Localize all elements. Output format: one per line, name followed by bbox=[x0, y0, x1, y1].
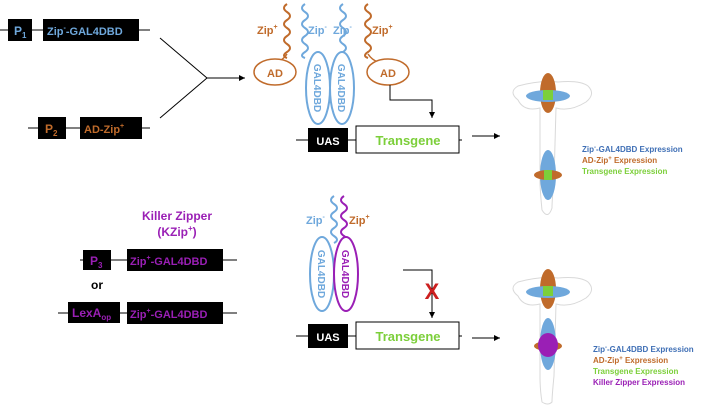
zip-plus-left-label: Zip+ bbox=[257, 24, 278, 37]
construct-lexaop-zip-plus-gal4dbd: LexAop Zip+-GAL4DBD bbox=[58, 302, 237, 324]
top-reporter: UAS Transgene bbox=[296, 125, 462, 154]
legend-top-transgene: Transgene Expression bbox=[582, 167, 667, 176]
ad-domain-right bbox=[366, 58, 410, 86]
zip-minus-bottom-label: Zip- bbox=[306, 214, 326, 227]
top-protein-complex: Zip+ Zip- Zip- Zip+ AD AD GAL4DBD GAL4DB… bbox=[253, 3, 410, 125]
killer-zipper-expression-bottom-cord bbox=[538, 333, 558, 357]
legend-bottom-zip-minus: Zip--GAL4DBD Expression bbox=[593, 345, 694, 354]
uas-label-top: UAS bbox=[316, 136, 339, 148]
converging-lines bbox=[159, 37, 245, 119]
promoter-p1-box bbox=[8, 19, 32, 41]
transgene-box-top bbox=[355, 125, 460, 154]
ad-right-label: AD bbox=[380, 68, 396, 80]
promoter-p2-label: P2 bbox=[45, 122, 58, 138]
zip-plus-left-coil bbox=[283, 3, 291, 59]
fly-expression-top bbox=[512, 73, 592, 215]
construct-p2-ad-zip-plus: P2 AD-Zip+ bbox=[28, 117, 150, 139]
gal4dbd-right-label: GAL4DBD bbox=[335, 64, 346, 112]
gal4dbd-bottom-left-label: GAL4DBD bbox=[315, 250, 326, 298]
gal4dbd-bottom-right-oval bbox=[333, 236, 359, 312]
promoter-p2-box bbox=[38, 117, 66, 139]
transgene-expression-top-cord bbox=[544, 170, 552, 180]
legend-bottom-killer-zipper: Killer Zipper Expression bbox=[593, 378, 685, 387]
or-label: or bbox=[91, 278, 103, 292]
zip-minus-bottom-coil bbox=[330, 195, 338, 244]
zip-minus-left-label: Zip- bbox=[308, 24, 328, 37]
legend-bottom: Zip--GAL4DBD Expression AD-Zip+ Expressi… bbox=[593, 345, 694, 387]
uas-box-bottom bbox=[308, 324, 348, 348]
fly-outline-top bbox=[512, 81, 592, 215]
legend-bottom-ad-zip-plus: AD-Zip+ Expression bbox=[593, 356, 668, 365]
killer-zipper-title: Killer Zipper bbox=[142, 209, 212, 223]
kzip-bottom-coil bbox=[340, 195, 348, 244]
blocked-arrow bbox=[403, 269, 435, 318]
ad-zip-plus-box bbox=[80, 117, 142, 139]
ad-zip-plus-label: AD-Zip+ bbox=[84, 123, 124, 136]
zip-minus-left-coil bbox=[301, 3, 309, 59]
legend-top-ad-zip-plus: AD-Zip+ Expression bbox=[582, 156, 657, 165]
legend-top-zip-minus: Zip--GAL4DBD Expression bbox=[582, 145, 683, 154]
transgene-box-bottom bbox=[355, 321, 460, 350]
ad-left-label: AD bbox=[267, 68, 283, 80]
gal4dbd-bottom-right-label: GAL4DBD bbox=[339, 250, 350, 298]
kzip-gal4dbd-box-lexa bbox=[127, 302, 223, 324]
uas-label-bottom: UAS bbox=[316, 332, 339, 344]
gal4dbd-right-oval bbox=[329, 51, 355, 125]
legend-bottom-transgene: Transgene Expression bbox=[593, 367, 678, 376]
promoter-p3-box bbox=[83, 250, 111, 270]
promoter-p1-label: P1 bbox=[14, 24, 27, 40]
zip-minus-gal4dbd-box bbox=[43, 19, 139, 41]
zip-minus-gal4dbd-label: Zip--GAL4DBD bbox=[47, 25, 123, 38]
kzip-gal4dbd-label-lexa: Zip+-GAL4DBD bbox=[130, 308, 207, 321]
lexaop-label: LexAop bbox=[72, 306, 111, 322]
activation-arrow bbox=[389, 85, 435, 118]
ad-domain-left bbox=[253, 58, 297, 86]
transgene-expression-top-brain bbox=[543, 90, 553, 100]
zip-plus-right-label: Zip+ bbox=[372, 24, 393, 37]
lexaop-box bbox=[68, 302, 120, 323]
transgene-expression-bottom-brain bbox=[543, 286, 553, 296]
bottom-reporter: UAS Transgene bbox=[296, 321, 462, 350]
zip-plus-bottom-label: Zip+ bbox=[349, 214, 370, 227]
construct-p3-zip-plus-gal4dbd: P3 Zip+-GAL4DBD bbox=[80, 249, 237, 271]
uas-box-top bbox=[308, 128, 348, 152]
kzip-gal4dbd-box-p3 bbox=[127, 249, 223, 271]
promoter-p3-label: P3 bbox=[90, 254, 103, 270]
kzip-gal4dbd-label-p3: Zip+-GAL4DBD bbox=[130, 255, 207, 268]
transgene-label-top: Transgene bbox=[375, 133, 440, 148]
zip-plus-right-coil bbox=[364, 3, 372, 59]
bottom-protein-complex: Zip- Zip+ GAL4DBD GAL4DBD bbox=[306, 195, 370, 312]
transgene-label-bottom: Transgene bbox=[375, 329, 440, 344]
construct-p1-zip-minus-gal4dbd: P1 Zip--GAL4DBD bbox=[0, 19, 150, 41]
fly-expression-bottom bbox=[512, 269, 592, 405]
killer-zipper-subtitle: (KZip+) bbox=[157, 224, 196, 239]
legend-top: Zip--GAL4DBD Expression AD-Zip+ Expressi… bbox=[582, 145, 683, 176]
block-x-mark: X bbox=[425, 279, 440, 304]
gal4dbd-left-label: GAL4DBD bbox=[311, 64, 322, 112]
